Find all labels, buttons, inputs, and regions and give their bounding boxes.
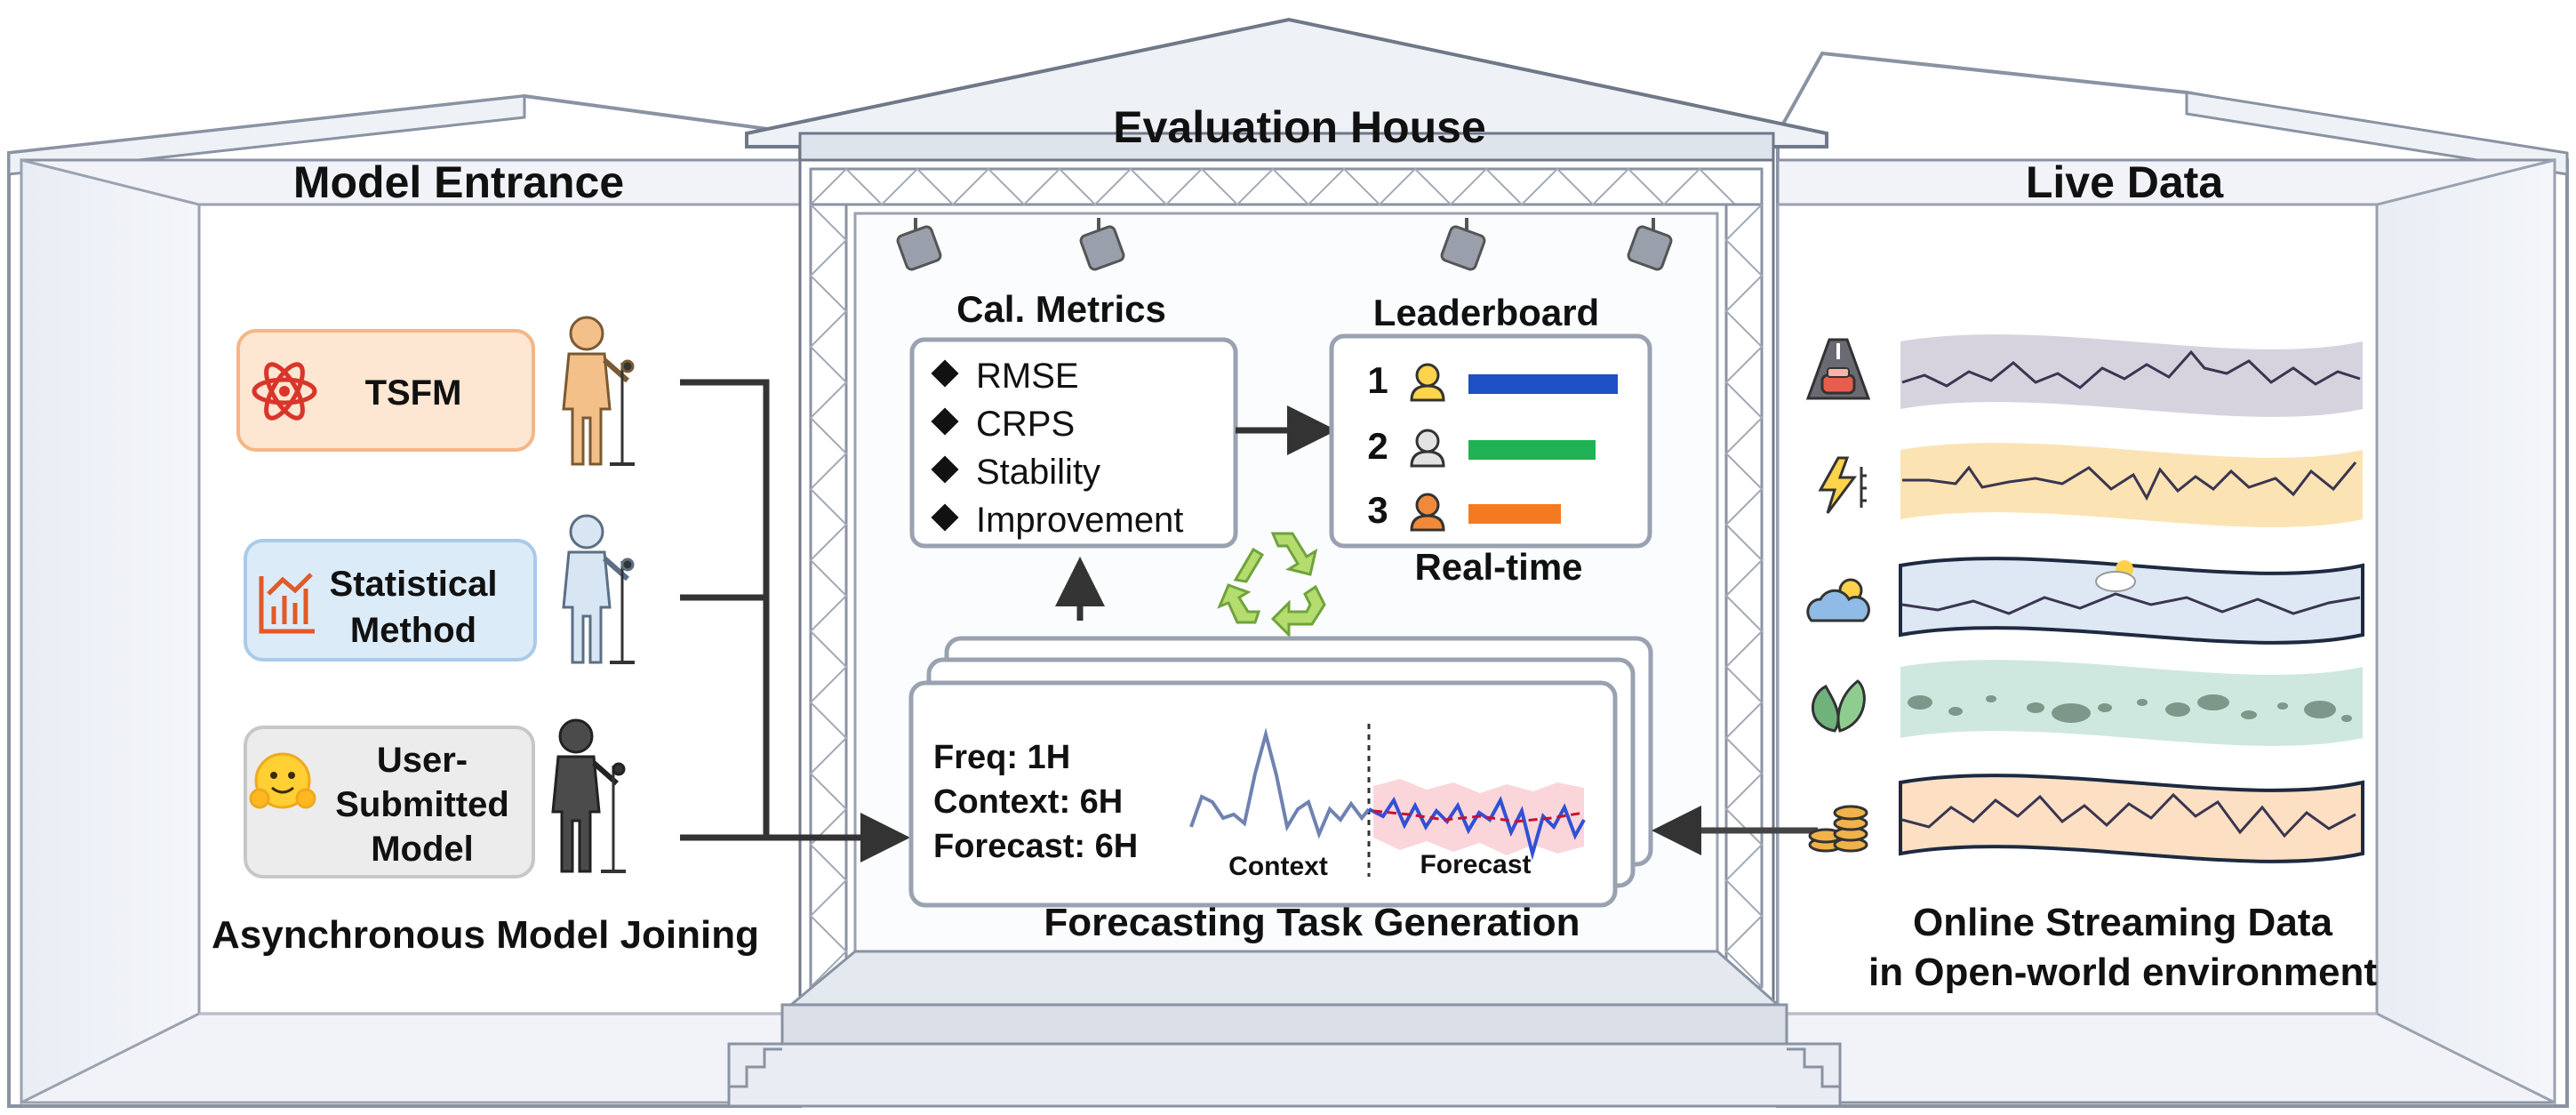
metric-item: Stability xyxy=(931,453,1100,492)
spotlight-icon xyxy=(1627,218,1673,271)
user-avatar-icon xyxy=(1410,363,1445,402)
forecast-label: Forecast xyxy=(1420,850,1531,879)
model-entrance-title: Model Entrance xyxy=(293,157,624,207)
data-stream-line xyxy=(1901,349,2361,389)
stream-caption-line2: in Open-world environment xyxy=(1868,951,2377,994)
spotlight-icon xyxy=(896,218,942,271)
leaderboard-rank: 3 xyxy=(1367,489,1388,531)
model-card-user-submitted[interactable]: User- Submitted Model xyxy=(244,726,535,878)
prediction-series-line xyxy=(1372,809,1585,823)
cloud-glyph-icon xyxy=(2095,560,2136,592)
model-card-label: User- xyxy=(377,741,468,780)
metrics-box: RMSE CRPS Stability Improvement xyxy=(909,337,1238,549)
leaderboard-caption: Real-time xyxy=(1414,546,1582,588)
spotlight-icon xyxy=(1079,218,1125,271)
model-card-label: TSFM xyxy=(365,373,462,413)
data-stream-band xyxy=(1900,443,2363,527)
leaderboard-score-bar xyxy=(1468,504,1561,524)
metric-label: Improvement xyxy=(976,501,1183,540)
data-stream-band xyxy=(1899,774,2364,863)
metric-label: CRPS xyxy=(976,405,1075,444)
model-card-label: Statistical xyxy=(330,565,498,604)
recycle-icon xyxy=(1217,532,1326,638)
data-stream-bands xyxy=(1899,334,2364,863)
electricity-icon xyxy=(1818,456,1867,514)
metric-item: RMSE xyxy=(931,357,1079,396)
data-stream-line xyxy=(1902,461,2357,501)
task-caption: Forecasting Task Generation xyxy=(1044,901,1580,944)
leaderboard-title: Leaderboard xyxy=(1373,292,1599,333)
model-connector xyxy=(680,379,910,862)
task-freq: Freq: 1H xyxy=(933,739,1070,776)
bar-chart-icon xyxy=(259,573,315,634)
model-card-statistical[interactable]: Statistical Method xyxy=(244,539,537,662)
stream-caption-line1: Online Streaming Data xyxy=(1913,901,2332,944)
weather-icon xyxy=(1806,578,1870,622)
context-series-line xyxy=(1189,727,1371,839)
task-forecast: Forecast: 6H xyxy=(933,828,1138,865)
metric-label: Stability xyxy=(976,453,1100,492)
data-stream-lines xyxy=(1901,349,2361,838)
model-card-label: Submitted xyxy=(335,785,509,824)
leaderboard-rank: 2 xyxy=(1367,425,1388,467)
leaderboard-rank: 1 xyxy=(1367,359,1388,401)
leaderboard-score-bar xyxy=(1468,440,1596,460)
actual-series-line xyxy=(1368,796,1586,861)
metric-item: Improvement xyxy=(931,501,1183,540)
singer-icon xyxy=(551,718,626,873)
context-label: Context xyxy=(1228,852,1328,881)
traffic-car-icon xyxy=(1805,338,1871,400)
singer-icon xyxy=(562,514,635,664)
leaderboard-score-bar xyxy=(1468,374,1618,394)
data-stream-line xyxy=(1901,792,2356,838)
singer-icon xyxy=(562,316,635,466)
metrics-title: Cal. Metrics xyxy=(956,288,1166,330)
atom-icon xyxy=(252,362,317,421)
spotlights xyxy=(896,218,1673,271)
leaderboard-rows: 1 2 3 xyxy=(1367,359,1618,532)
user-avatar-icon xyxy=(1410,493,1445,532)
evaluation-house-title: Evaluation House xyxy=(1113,102,1486,152)
spotlight-icon xyxy=(1440,218,1486,271)
finance-coins-icon xyxy=(1808,805,1868,853)
hugging-face-icon xyxy=(249,752,316,809)
data-stream-line xyxy=(1901,592,2361,615)
data-stream-band xyxy=(1899,557,2364,645)
model-card-tsfm[interactable]: TSFM xyxy=(236,329,535,452)
model-card-label: Method xyxy=(350,611,476,650)
task-context: Context: 6H xyxy=(933,783,1123,821)
live-data-title: Live Data xyxy=(2026,157,2225,207)
metric-item: CRPS xyxy=(931,405,1075,444)
user-avatar-icon xyxy=(1410,429,1445,468)
nature-leaf-icon xyxy=(1812,679,1866,733)
metric-label: RMSE xyxy=(976,357,1079,396)
data-stream-dots xyxy=(1908,694,2352,723)
data-stream-band xyxy=(1900,660,2363,746)
forecast-mini-chart: Context Forecast xyxy=(1189,724,1586,881)
async-caption: Asynchronous Model Joining xyxy=(212,913,759,957)
model-card-label: Model xyxy=(371,830,474,869)
